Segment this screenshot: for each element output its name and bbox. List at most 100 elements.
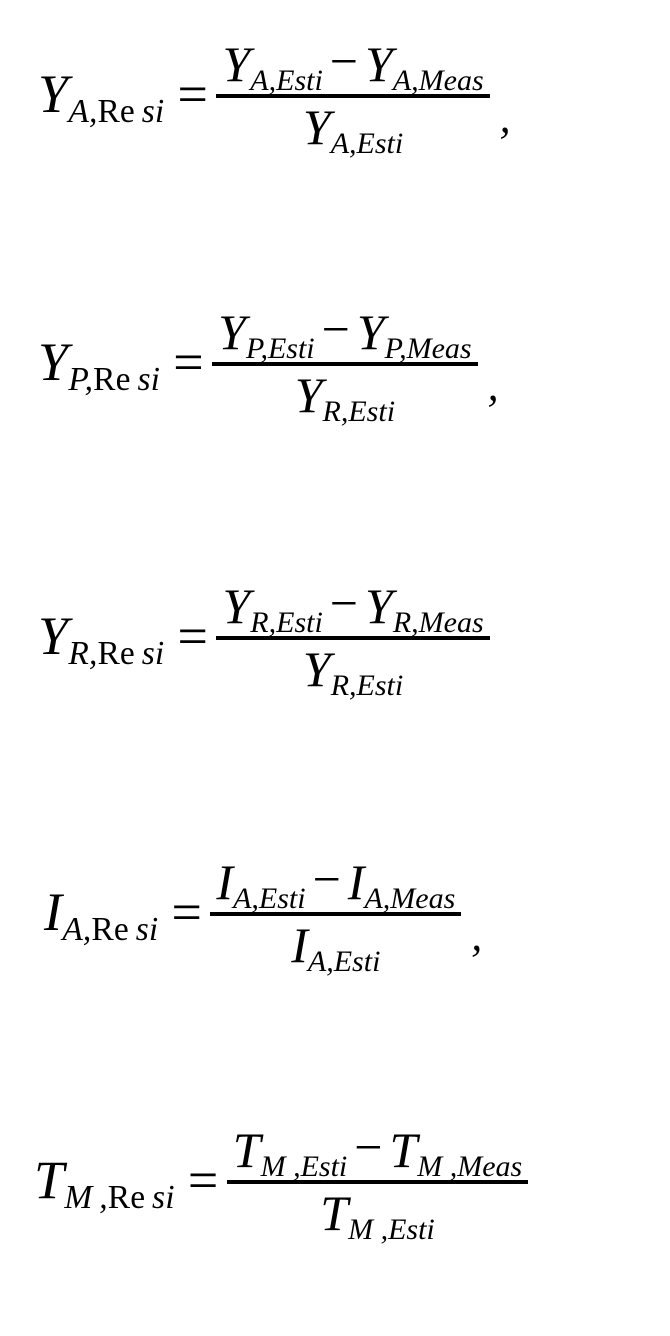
minus-operator: − (312, 851, 341, 907)
lhs-variable: T (34, 1150, 65, 1210)
numerator-left-term-subscript: M ,Esti (260, 1150, 348, 1183)
denominator-term-subscript: A,Esti (330, 127, 404, 160)
numerator-left-term-variable: Y (222, 578, 251, 634)
denominator-term-subscript: R,Esti (322, 395, 396, 428)
numerator-right-term-variable: Y (365, 36, 393, 92)
lhs-subscript-re: Re (97, 635, 135, 673)
numerator-right-term-subscript: R,Meas (392, 606, 484, 639)
numerator-right-term: YP,Meas (357, 304, 472, 365)
fraction-bar (226, 1180, 529, 1184)
lhs-subscript-si: si (141, 93, 165, 131)
lhs-subscript-comma: , (99, 1179, 108, 1217)
lhs-subscript-index: P (68, 361, 85, 399)
fraction-numerator: YR,Esti−YR,Meas (216, 577, 489, 639)
numerator-left-term-variable: T (232, 1122, 261, 1178)
denominator-term-subscript: A,Esti (307, 945, 381, 978)
lhs-subscript-re: Re (97, 93, 135, 131)
denominator-term-variable: Y (302, 641, 331, 697)
fraction-bar (210, 912, 462, 916)
lhs-subscript-index: A (62, 911, 83, 949)
numerator-right-term: IA,Meas (347, 854, 455, 915)
lhs-subscript-re: Re (91, 911, 129, 949)
fraction-numerator: TM ,Esti−TM ,Meas (227, 1121, 528, 1183)
denominator-term-variable: T (320, 1185, 349, 1241)
denominator-term-variable: I (291, 917, 308, 973)
denominator-term: YA,Esti (302, 99, 403, 160)
lhs-subscript: A,Re si (62, 911, 158, 948)
lhs-variable: Y (38, 606, 69, 666)
fraction-numerator: YP,Esti−YP,Meas (212, 303, 477, 365)
trailing-punctuation: , (487, 361, 499, 410)
lhs-subscript-re: Re (93, 361, 131, 399)
fraction-denominator: TM ,Esti (314, 1184, 440, 1246)
numerator-left-term: YA,Esti (222, 36, 322, 97)
numerator-left-term: TM ,Esti (232, 1122, 347, 1183)
fraction-denominator: YA,Esti (297, 98, 409, 160)
lhs-subscript-index: R (68, 635, 89, 673)
numerator-left-term: IA,Esti (216, 854, 305, 915)
fraction-numerator: IA,Esti−IA,Meas (210, 853, 461, 915)
fraction-numerator: YA,Esti−YA,Meas (216, 35, 489, 97)
denominator-term-variable: Y (302, 99, 331, 155)
equation-lhs: TM ,Re si (34, 1150, 175, 1214)
numerator-left-term: YP,Esti (218, 304, 314, 365)
equals-sign: = (169, 332, 207, 392)
fraction-bar (212, 362, 478, 366)
lhs-variable: Y (38, 64, 69, 124)
equation-lhs: YP,Re si (38, 335, 160, 396)
numerator-left-term-subscript: A,Esti (250, 64, 323, 97)
denominator-term: TM ,Esti (320, 1185, 434, 1246)
denominator-term-subscript: M ,Esti (348, 1213, 435, 1246)
lhs-subscript-comma: , (88, 635, 98, 673)
equals-sign: = (184, 1150, 221, 1210)
minus-operator: − (329, 575, 358, 631)
numerator-left-term-variable: Y (218, 304, 246, 360)
numerator-right-term: YA,Meas (365, 36, 484, 97)
numerator-left-term-variable: I (216, 854, 234, 910)
lhs-subscript-si: si (152, 1179, 175, 1217)
numerator-right-term: TM ,Meas (389, 1122, 522, 1183)
equals-sign: = (174, 606, 211, 666)
denominator-term: YR,Esti (302, 641, 403, 702)
lhs-subscript-si: si (135, 911, 159, 949)
numerator-right-term-subscript: M ,Meas (417, 1150, 523, 1183)
equation-lhs: IA,Re si (44, 882, 158, 946)
denominator-term-variable: Y (294, 367, 323, 423)
fraction-denominator: YR,Esti (297, 640, 409, 702)
numerator-right-term-variable: Y (365, 578, 393, 634)
lhs-variable: I (44, 882, 62, 942)
fraction-denominator: YR,Esti (289, 366, 401, 428)
equation-lhs: YR,Re si (38, 606, 164, 670)
numerator-right-term-subscript: A,Meas (364, 882, 456, 915)
numerator-left-term-subscript: R,Esti (250, 606, 323, 639)
numerator-left-term-variable: Y (222, 36, 251, 92)
minus-operator: − (329, 33, 358, 89)
lhs-subscript-si: si (137, 361, 161, 399)
numerator-left-term: YR,Esti (222, 578, 322, 639)
lhs-subscript-comma: , (84, 361, 94, 399)
denominator-term: IA,Esti (291, 917, 380, 978)
equals-sign: = (167, 882, 205, 942)
fraction-denominator: IA,Esti (285, 916, 386, 978)
lhs-subscript: R,Re si (68, 635, 164, 672)
lhs-subscript-comma: , (82, 911, 92, 949)
lhs-subscript-si: si (141, 635, 165, 673)
lhs-subscript-index: A (68, 93, 89, 131)
trailing-punctuation: , (499, 93, 511, 142)
denominator-term-subscript: R,Esti (330, 669, 404, 702)
lhs-subscript-comma: , (88, 93, 98, 131)
lhs-subscript: M ,Re si (64, 1179, 174, 1216)
numerator-right-term: YR,Meas (365, 578, 484, 639)
numerator-right-term-variable: I (347, 854, 365, 910)
lhs-subscript: P,Re si (68, 361, 160, 398)
